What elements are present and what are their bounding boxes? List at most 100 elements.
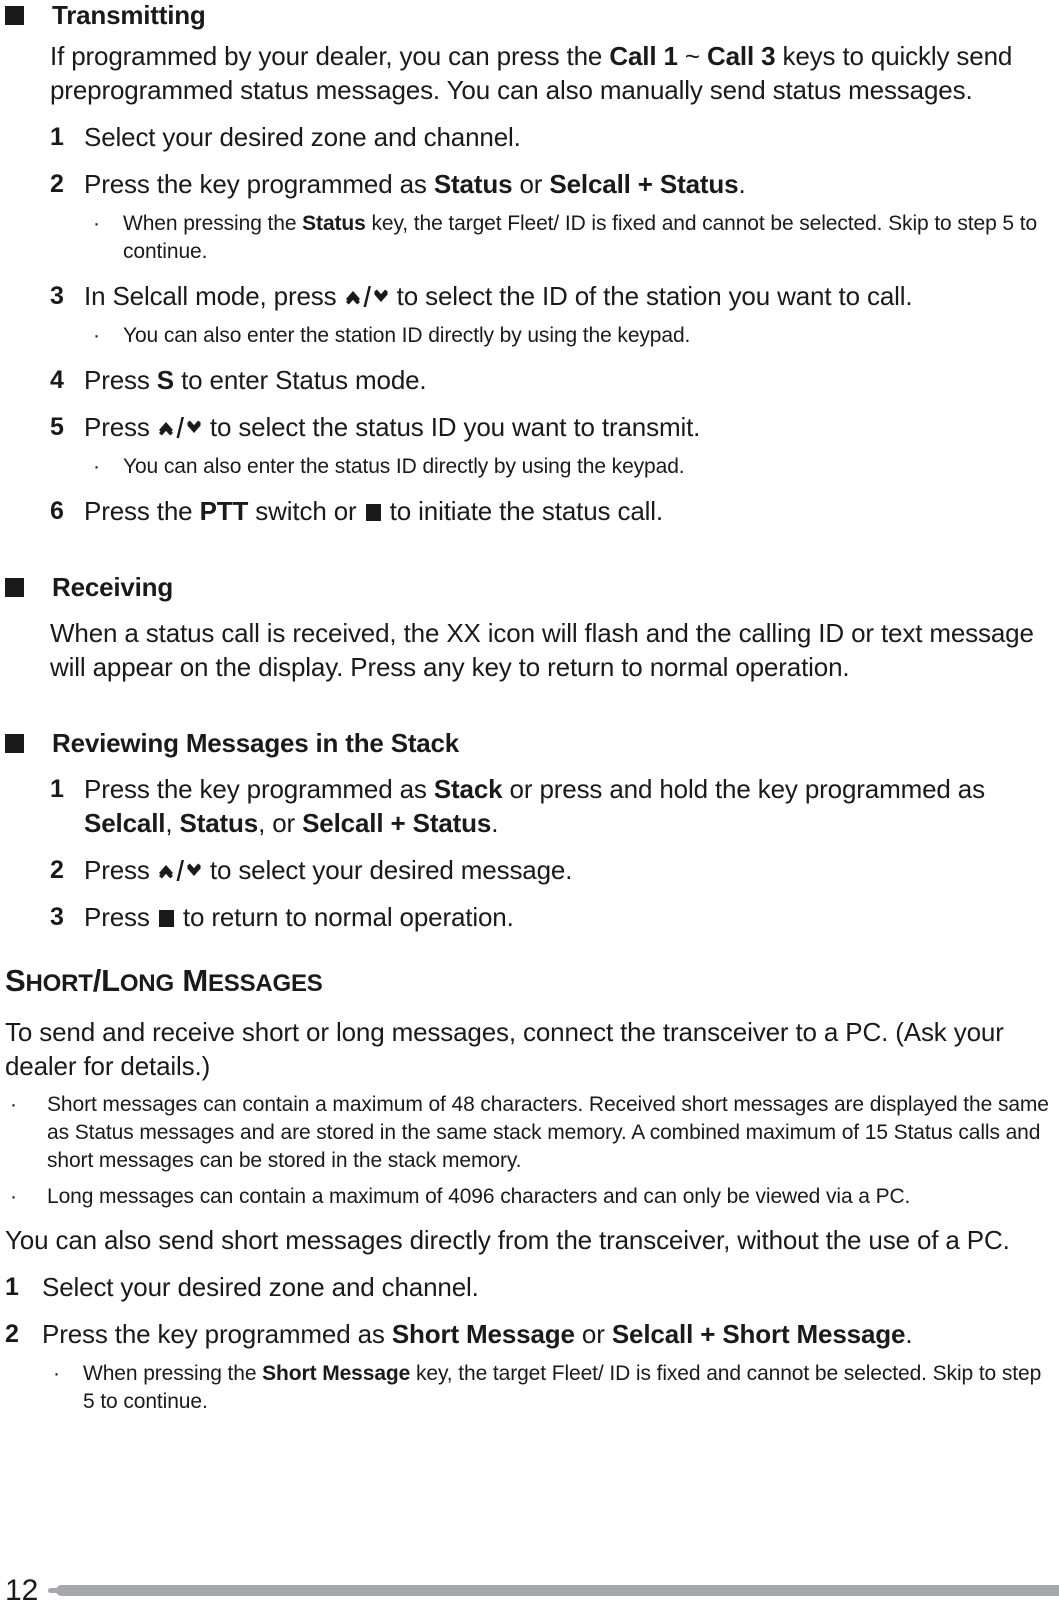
up-down-chevron-icon	[344, 286, 390, 308]
step-text-run: Press the key programmed as	[84, 774, 434, 804]
chapter-bullet-item: · Long messages can contain a maximum of…	[10, 1183, 1051, 1211]
sub-bullet-text: When pressing the Status key, the target…	[123, 210, 1051, 266]
step-item: 4 Press S to enter Status mode.	[50, 363, 1051, 397]
sub-text-run: When pressing the	[83, 1362, 263, 1385]
step-number: 2	[5, 1320, 19, 1348]
step-text-run: Press the	[84, 496, 200, 526]
step-item: 1 Select your desired zone and channel.	[50, 120, 1051, 154]
sub-bullet-item: · You can also enter the status ID direc…	[93, 453, 1051, 481]
step-text-run: .	[738, 169, 746, 199]
up-down-chevron-icon	[157, 417, 203, 439]
step-text-run: or press and hold the key programmed as	[502, 774, 986, 804]
key-selcall: Selcall	[84, 808, 166, 838]
step-text-run: to select the status ID you want to tran…	[202, 412, 701, 442]
heading-run: M	[173, 963, 208, 998]
step-text-run: to enter Status mode.	[174, 365, 427, 395]
step-number: 1	[50, 123, 64, 151]
key-call-1: Call 1	[609, 41, 678, 71]
section-title: Reviewing Messages in the Stack	[52, 728, 460, 758]
step-item: 2 Press the key programmed as Short Mess…	[5, 1317, 1051, 1351]
heading-run: S	[5, 963, 26, 998]
key-s: S	[156, 365, 174, 395]
step-text-run: .	[491, 808, 499, 838]
step-number: 3	[50, 282, 64, 310]
step-text: In Selcall mode, press to select the ID …	[84, 279, 913, 313]
bullet-dot-icon: ·	[10, 1185, 17, 1208]
step-number: 5	[50, 413, 64, 441]
section-heading-reviewing: Reviewing Messages in the Stack	[5, 728, 1051, 758]
sub-text-run: key, the target Fleet/ ID is fixed and c…	[123, 212, 1038, 263]
intro-text-2: ~	[677, 41, 707, 71]
section-heading-receiving: Receiving	[5, 572, 1051, 602]
step-item: 1 Press the key programmed as Stack or p…	[50, 772, 1051, 840]
chapter-body-paragraph: You can also send short messages directl…	[5, 1225, 1010, 1255]
step-text: Press S to enter Status mode.	[84, 363, 427, 397]
heading-run: HORT	[25, 970, 93, 997]
step-text: Press the key programmed as Stack or pre…	[84, 772, 1051, 840]
sub-bullet-item: · When pressing the Short Message key, t…	[53, 1360, 1051, 1416]
key-selcall-status: Selcall + Status	[549, 169, 739, 199]
step-text: Press the PTT switch or to initiate the …	[84, 494, 663, 528]
receiving-paragraph: When a status call is received, the XX i…	[50, 618, 1034, 682]
key-selcall-status: Selcall + Status	[302, 808, 492, 838]
step-text-run: Press	[84, 365, 157, 395]
chapter-heading-short-long-messages: SHORT/LONG MESSAGES	[5, 964, 1051, 1001]
sub-bullet-item: · When pressing the Status key, the targ…	[93, 210, 1051, 266]
section-square-bullet-icon	[5, 578, 24, 597]
chapter-intro-paragraph: To send and receive short or long messag…	[5, 1017, 1004, 1081]
step-text-run: Press the key programmed as	[42, 1319, 392, 1349]
step-text-run: , or	[258, 808, 303, 838]
step-number: 6	[50, 497, 64, 525]
step-item: 3 Press to return to normal operation.	[50, 900, 1051, 934]
section-title: Transmitting	[52, 0, 206, 30]
sub-bullet-text: When pressing the Short Message key, the…	[83, 1360, 1051, 1416]
step-text-run: or	[512, 169, 550, 199]
step-text-run: switch or	[248, 496, 364, 526]
filled-square-icon	[158, 910, 174, 927]
step-text-run: Select your desired zone and channel.	[84, 122, 521, 152]
step-text-run: In Selcall mode, press	[84, 281, 344, 311]
step-item: 6 Press the PTT switch or to initiate th…	[50, 494, 1051, 528]
step-number: 4	[50, 366, 64, 394]
sub-bullet-item: · You can also enter the station ID dire…	[93, 322, 1051, 350]
key-status: Status	[179, 808, 259, 838]
step-text: Press to select your desired message.	[84, 853, 572, 887]
key-status: Status	[302, 212, 366, 235]
step-text-run: Press	[84, 902, 157, 932]
bullet-dot-icon: ·	[93, 455, 100, 478]
up-down-chevron-icon	[157, 860, 203, 882]
step-item: 1 Select your desired zone and channel.	[5, 1270, 1051, 1304]
bullet-dot-icon: ·	[93, 324, 100, 347]
transmitting-intro-paragraph: If programmed by your dealer, you can pr…	[50, 39, 1051, 107]
section-heading-transmitting: Transmitting	[5, 0, 1051, 30]
step-text-run: to select your desired message.	[202, 855, 573, 885]
step-text: Press the key programmed as Short Messag…	[42, 1317, 913, 1351]
step-number: 1	[50, 775, 64, 803]
page-number: 12	[5, 1574, 39, 1607]
bullet-dot-icon: ·	[93, 212, 100, 235]
key-short-message: Short Message	[391, 1319, 575, 1349]
chapter-bullet-text: Short messages can contain a maximum of …	[47, 1093, 1049, 1172]
step-number: 2	[50, 170, 64, 198]
step-text-run: Press	[84, 855, 157, 885]
step-item: 2 Press the key programmed as Status or …	[50, 167, 1051, 201]
chapter-bullet-text: Long messages can contain a maximum of 4…	[47, 1185, 911, 1208]
key-selcall-short-message: Selcall + Short Message	[611, 1319, 906, 1349]
section-square-bullet-icon	[5, 734, 24, 753]
filled-square-icon	[365, 504, 381, 521]
step-text: Press the key programmed as Status or Se…	[84, 167, 746, 201]
heading-run: ONG	[119, 970, 174, 997]
step-number: 3	[50, 903, 64, 931]
step-item: 2 Press to select your desired message.	[50, 853, 1051, 887]
key-status: Status	[433, 169, 513, 199]
chapter-bullet-item: · Short messages can contain a maximum o…	[10, 1091, 1051, 1175]
key-ptt: PTT	[199, 496, 249, 526]
step-text-run: to select the ID of the station you want…	[389, 281, 913, 311]
bullet-dot-icon: ·	[10, 1093, 17, 1116]
step-text-run: Press the key programmed as	[84, 169, 434, 199]
footer-decorative-bar	[48, 1585, 1059, 1596]
sub-text-run: key, the target Fleet/ ID is fixed and c…	[83, 1362, 1042, 1413]
key-call-3: Call 3	[706, 41, 776, 71]
intro-text-1: If programmed by your dealer, you can pr…	[50, 41, 610, 71]
